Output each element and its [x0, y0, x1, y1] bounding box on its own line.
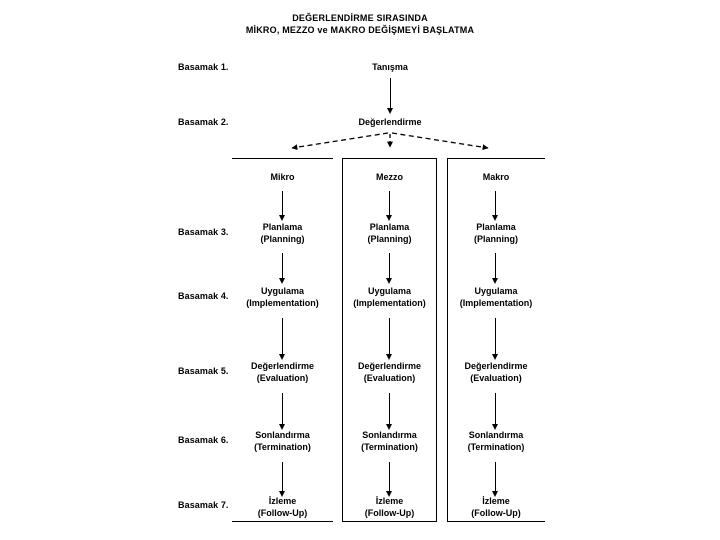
node-tanisma: Tanışma [372, 62, 408, 72]
cell-mezzo-degerlendirme: Değerlendirme (Evaluation) [357, 361, 422, 383]
column-header-mezzo: Mezzo [376, 172, 403, 182]
mikro-arrow-4 [278, 393, 287, 430]
column-mezzo: Mezzo Planlama (Planning) Uygulama (Impl… [342, 158, 437, 522]
mikro-arrow-3 [278, 318, 287, 360]
cell-mezzo-sonlandirma: Sonlandırma (Termination) [361, 430, 418, 452]
mikro-arrow-5 [278, 462, 287, 497]
mezzo-arrow-4 [385, 393, 394, 430]
makro-left-rule [447, 158, 448, 522]
mezzo-left-rule [342, 158, 343, 522]
column-makro: Makro Planlama (Planning) Uygulama (Impl… [447, 158, 545, 522]
cell-makro-uygulama: Uygulama (Implementation) [459, 286, 533, 308]
cell-makro-izleme: İzleme (Follow-Up) [471, 496, 521, 518]
mezzo-arrow-5 [385, 462, 394, 497]
cell-makro-degerlendirme: Değerlendirme (Evaluation) [464, 361, 528, 383]
makro-top-rule [447, 158, 545, 159]
branch-line-mikro [291, 132, 389, 151]
cell-mikro-sonlandirma: Sonlandırma (Termination) [254, 430, 311, 452]
cell-makro-sonlandirma: Sonlandırma (Termination) [467, 430, 525, 452]
makro-arrow-3 [491, 318, 500, 360]
mikro-top-rule [232, 158, 333, 159]
mezzo-arrow-1 [385, 191, 394, 221]
column-mikro: Mikro Planlama (Planning) Uygulama (Impl… [232, 158, 333, 522]
title-line-1: DEĞERLENDİRME SIRASINDA [292, 13, 428, 23]
mezzo-bottom-rule [342, 521, 437, 522]
mezzo-top-rule [342, 158, 437, 159]
mikro-arrow-1 [278, 191, 287, 221]
title-line-2: MİKRO, MEZZO ve MAKRO DEĞİŞMEYİ BAŞLATMA [245, 25, 475, 35]
mezzo-right-rule [436, 158, 437, 522]
column-header-mikro: Mikro [270, 172, 295, 182]
branch-line-makro [391, 132, 489, 151]
step-label-1: Basamak 1. [178, 62, 229, 72]
cell-mikro-planlama: Planlama (Planning) [260, 222, 305, 244]
makro-arrow-1 [491, 191, 500, 221]
mikro-arrow-2 [278, 253, 287, 284]
cell-mezzo-izleme: İzleme (Follow-Up) [364, 496, 415, 518]
cell-mezzo-uygulama: Uygulama (Implementation) [353, 286, 426, 308]
column-header-makro: Makro [482, 172, 510, 182]
step-label-6: Basamak 6. [178, 435, 229, 445]
step-label-3: Basamak 3. [178, 227, 229, 237]
mezzo-arrow-3 [385, 318, 394, 360]
mikro-bottom-rule [232, 521, 333, 522]
step-label-5: Basamak 5. [178, 366, 229, 376]
makro-bottom-rule [447, 521, 545, 522]
cell-makro-planlama: Planlama (Planning) [474, 222, 518, 244]
diagram-title: DEĞERLENDİRME SIRASINDA MİKRO, MEZZO ve … [0, 12, 720, 36]
node-degerlendirme: Değerlendirme [358, 117, 422, 127]
cell-mikro-degerlendirme: Değerlendirme (Evaluation) [250, 361, 315, 383]
makro-arrow-4 [491, 393, 500, 430]
arrow-tanisma-to-degerlendirme [386, 78, 395, 114]
step-label-7: Basamak 7. [178, 500, 229, 510]
makro-arrow-5 [491, 462, 500, 497]
mezzo-arrow-2 [385, 253, 394, 284]
cell-mezzo-planlama: Planlama (Planning) [367, 222, 412, 244]
step-label-4: Basamak 4. [178, 291, 229, 301]
makro-arrow-2 [491, 253, 500, 284]
cell-mikro-uygulama: Uygulama (Implementation) [246, 286, 319, 308]
step-label-2: Basamak 2. [178, 117, 229, 127]
dashed-branch-connector [291, 132, 489, 151]
cell-mikro-izleme: İzleme (Follow-Up) [257, 496, 308, 518]
